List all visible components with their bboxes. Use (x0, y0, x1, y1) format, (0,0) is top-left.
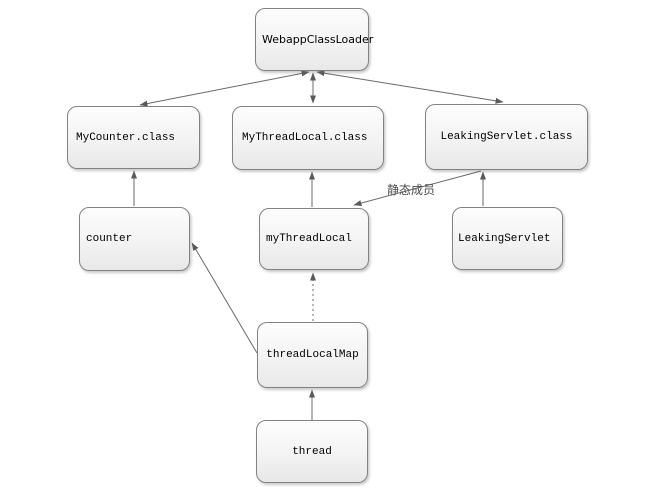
node-label: counter (86, 233, 133, 245)
node-mycounter-class: MyCounter.class (67, 106, 200, 169)
node-label: thread (292, 445, 332, 458)
edge-label-static-member: 静态成员 (387, 183, 436, 197)
node-threadlocalmap: threadLocalMap (257, 322, 368, 388)
node-leakingservlet-class: LeakingServlet.class (425, 104, 588, 170)
node-mythreadlocal: myThreadLocal (259, 208, 369, 270)
node-counter: counter (79, 207, 190, 271)
edge-webappclassloader-mycounterclass (139, 70, 310, 107)
node-label: MyThreadLocal.class (242, 132, 368, 144)
node-label: myThreadLocal (266, 233, 352, 245)
node-leakingservlet: LeakingServlet (452, 207, 563, 270)
edge-leakingservletclass-mythreadlocal (353, 170, 482, 206)
node-label: WebappClassLoader (262, 33, 374, 46)
node-mythreadlocal-class: MyThreadLocal.class (232, 106, 384, 170)
edge-threadlocalmap-counter (191, 242, 258, 354)
node-label: LeakingServlet (458, 232, 551, 245)
edge-webappclassloader-leakingservletclass (316, 70, 504, 104)
node-label: LeakingServlet.class (440, 131, 573, 143)
node-label: threadLocalMap (266, 349, 359, 361)
node-thread: thread (256, 420, 368, 483)
node-label: MyCounter.class (76, 131, 176, 144)
node-webapp-classloader: WebappClassLoader (255, 8, 373, 71)
